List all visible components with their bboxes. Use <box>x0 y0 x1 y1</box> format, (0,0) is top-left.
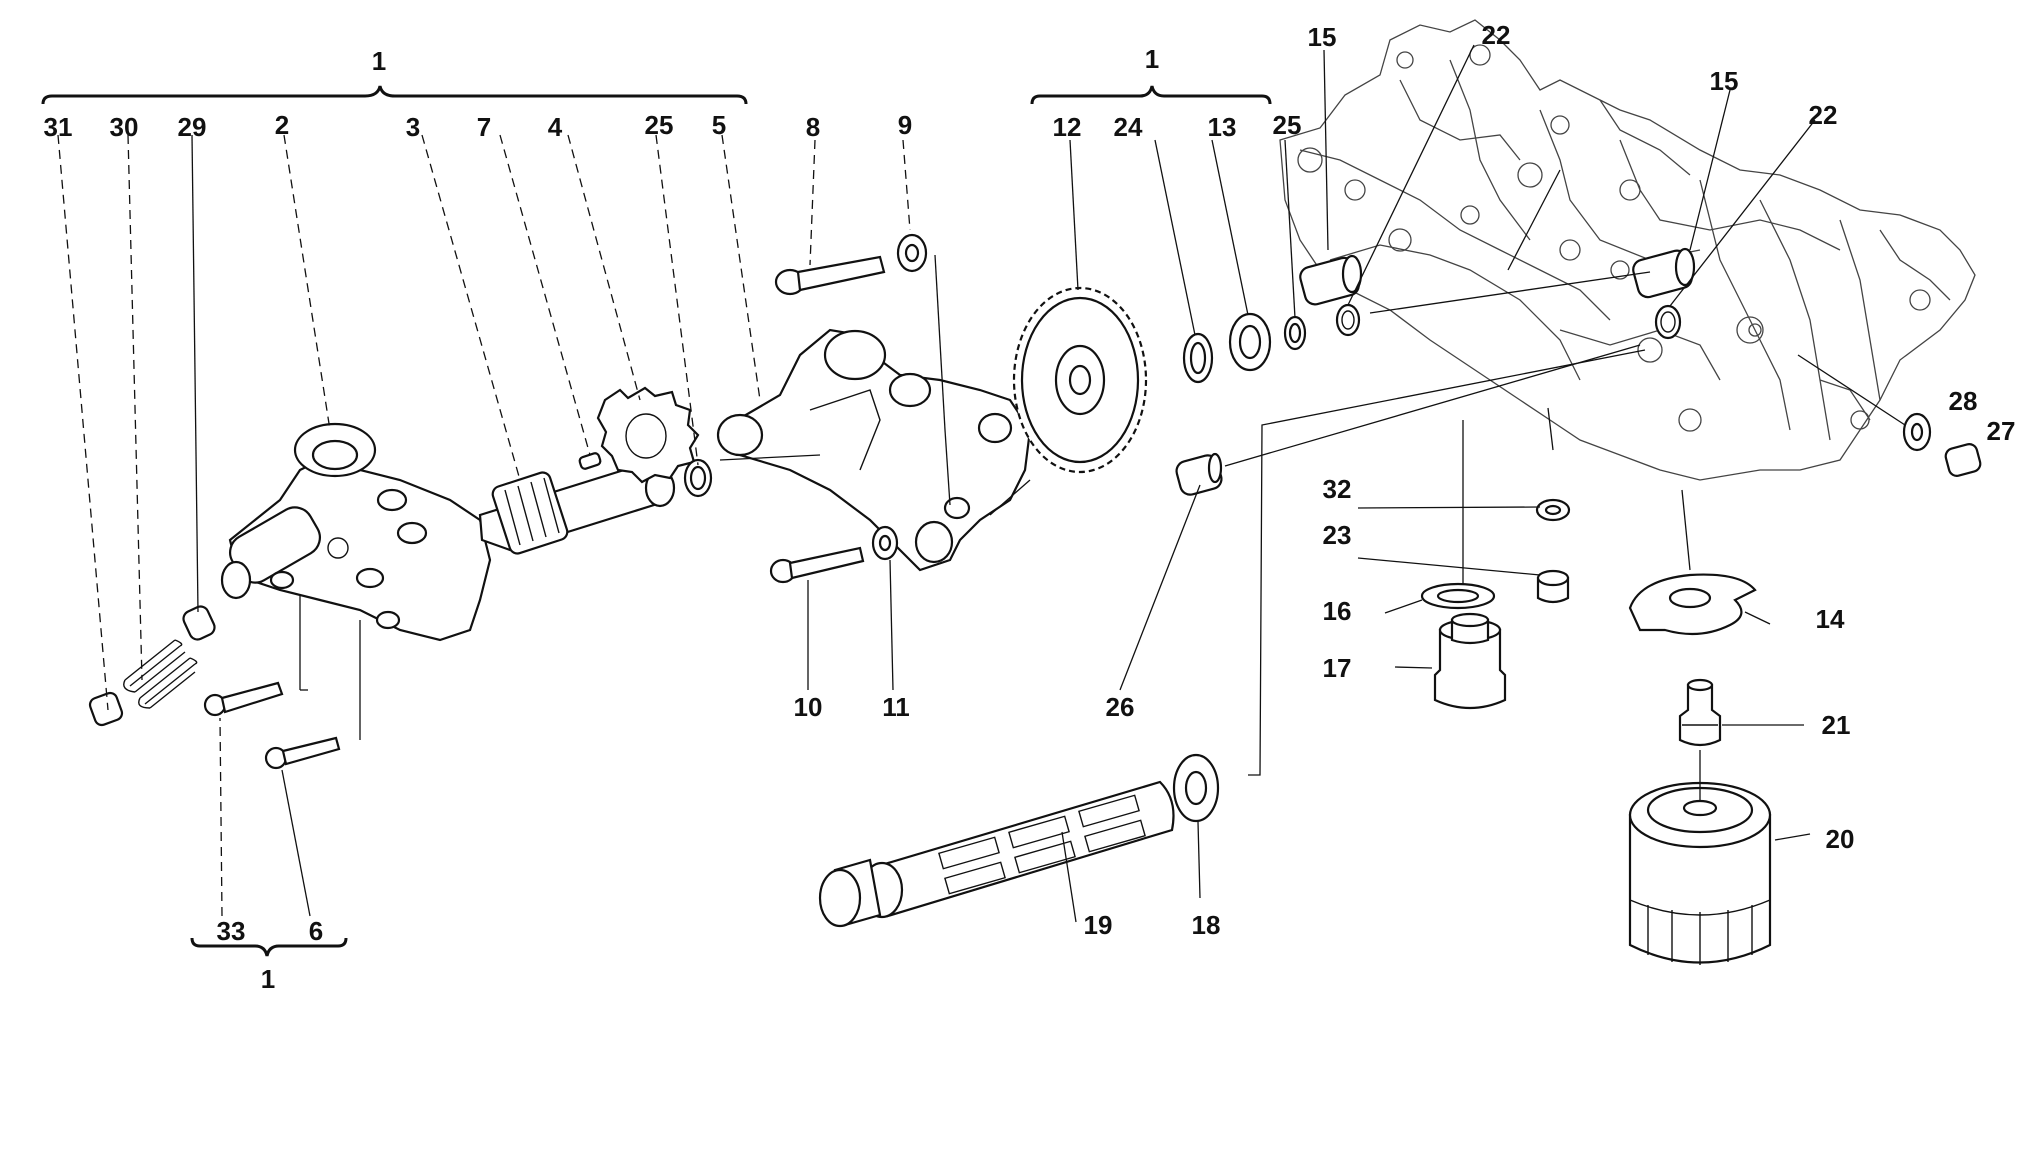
valve-plug <box>88 691 124 727</box>
engine-crankcase <box>1279 19 1976 481</box>
label-27: 27 <box>1987 416 2016 446</box>
washer-28 <box>1902 412 1932 452</box>
label-group-mid: 1 <box>1145 44 1159 74</box>
washer-32 <box>1535 498 1571 522</box>
part-labels: 1 1 1 31 30 29 2 3 7 4 25 5 8 9 12 24 13… <box>44 20 2016 994</box>
screw-10 <box>769 546 865 584</box>
pump-rotor <box>596 386 700 484</box>
label-5: 5 <box>712 110 726 140</box>
filter-nipple-21 <box>1678 678 1722 747</box>
snap-ring-24 <box>1182 332 1214 384</box>
label-22b: 22 <box>1809 100 1838 130</box>
screw-33 <box>203 681 284 717</box>
label-20: 20 <box>1826 824 1855 854</box>
label-22a: 22 <box>1482 20 1511 50</box>
leader-lines <box>57 44 1906 923</box>
plug-27 <box>1944 443 1982 477</box>
washer-16 <box>1420 582 1496 610</box>
label-group-bottom: 1 <box>261 964 275 994</box>
label-group-left: 1 <box>372 46 386 76</box>
oil-strainer-19 <box>818 780 1175 928</box>
label-31: 31 <box>44 112 73 142</box>
pump-key <box>578 452 602 470</box>
label-15a: 15 <box>1308 22 1337 52</box>
label-14: 14 <box>1816 604 1845 634</box>
driven-shaft-gear <box>478 463 676 555</box>
plug-23 <box>1536 569 1570 604</box>
drive-gear <box>1012 286 1148 474</box>
oring-22b <box>1654 304 1682 340</box>
label-28: 28 <box>1949 386 1978 416</box>
screw-8 <box>774 255 886 296</box>
label-25a: 25 <box>645 110 674 140</box>
label-24: 24 <box>1114 112 1143 142</box>
label-13: 13 <box>1208 112 1237 142</box>
bushing-26 <box>1175 452 1223 496</box>
snap-ring-25b <box>1283 315 1307 351</box>
label-30: 30 <box>110 112 139 142</box>
snap-ring-25a <box>683 458 713 498</box>
label-7: 7 <box>477 112 491 142</box>
adapter-plate-14 <box>1628 573 1757 636</box>
drain-plug-17 <box>1433 612 1507 710</box>
label-29: 29 <box>178 112 207 142</box>
label-12: 12 <box>1053 112 1082 142</box>
oil-filter-20 <box>1628 781 1772 965</box>
group-brace-bottom <box>190 937 348 957</box>
label-23: 23 <box>1323 520 1352 550</box>
label-25b: 25 <box>1273 110 1302 140</box>
label-17: 17 <box>1323 653 1352 683</box>
label-21: 21 <box>1822 710 1851 740</box>
label-2: 2 <box>275 110 289 140</box>
relief-valve-piston <box>182 605 216 641</box>
label-10: 10 <box>794 692 823 722</box>
label-15b: 15 <box>1710 66 1739 96</box>
label-32: 32 <box>1323 474 1352 504</box>
label-26: 26 <box>1106 692 1135 722</box>
bushing-15b <box>1632 247 1696 299</box>
label-18: 18 <box>1192 910 1221 940</box>
washer-9 <box>896 233 928 273</box>
washer-11 <box>871 525 899 561</box>
group-brace-left <box>41 85 748 105</box>
group-brace-mid <box>1030 85 1272 105</box>
label-9: 9 <box>898 110 912 140</box>
spacer-13 <box>1228 312 1272 372</box>
washer-18 <box>1172 753 1220 823</box>
label-16: 16 <box>1323 596 1352 626</box>
label-3: 3 <box>406 112 420 142</box>
pump-body <box>716 328 1032 572</box>
label-11: 11 <box>882 692 910 722</box>
label-19: 19 <box>1084 910 1113 940</box>
label-4: 4 <box>548 112 563 142</box>
relief-valve-spring <box>123 639 198 709</box>
oring-22a <box>1335 303 1361 337</box>
oil-pump-cover <box>220 422 492 642</box>
label-6: 6 <box>309 916 323 946</box>
label-8: 8 <box>806 112 820 142</box>
screw-6 <box>264 736 341 770</box>
bushing-15a <box>1299 254 1363 306</box>
label-33: 33 <box>217 916 246 946</box>
